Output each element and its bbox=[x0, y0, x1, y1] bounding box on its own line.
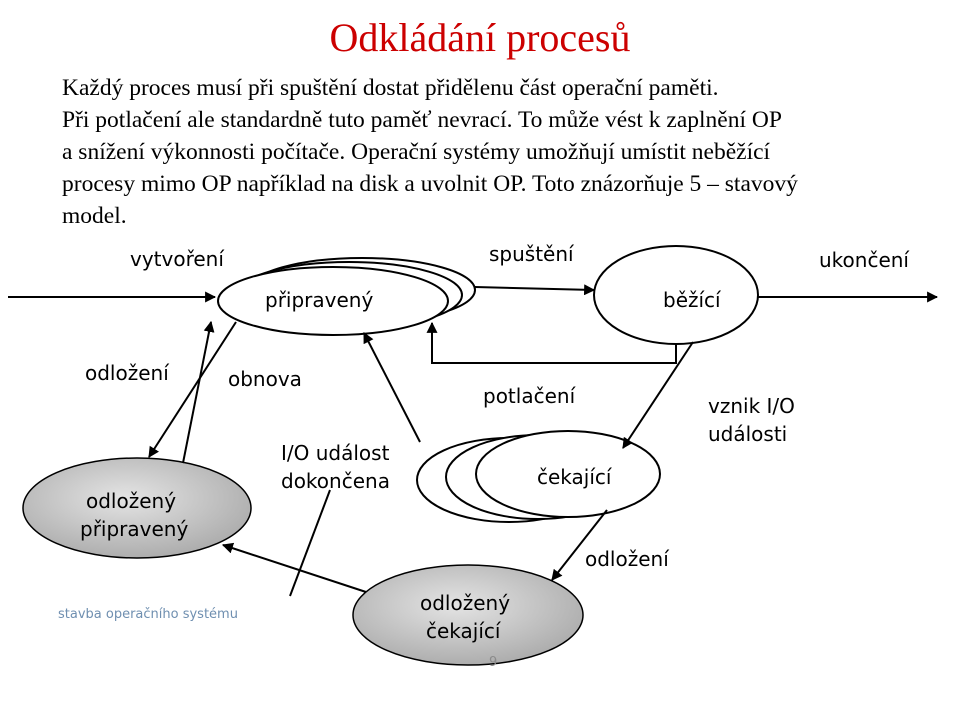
paragraph-line: a snížení výkonnosti počítače. Operační … bbox=[62, 139, 771, 165]
paragraph-line: model. bbox=[62, 203, 127, 229]
state-waiting-node bbox=[416, 430, 661, 523]
transition-io-done-label-1: I/O událost bbox=[281, 441, 390, 465]
transition-preempt-label: potlačení bbox=[483, 384, 576, 408]
arrow-io-wait bbox=[622, 341, 694, 449]
transition-io-wait-label-2: události bbox=[708, 422, 788, 446]
footer-course-name: stavba operačního systému bbox=[58, 607, 238, 622]
arrow-io-done-suspended bbox=[221, 542, 367, 593]
arrow-resume bbox=[182, 320, 215, 464]
transition-suspend-ready-label: odložení bbox=[85, 361, 169, 385]
arrow-preempt bbox=[426, 321, 677, 364]
state-running-label: běžící bbox=[663, 288, 721, 312]
transition-create-label: vytvoření bbox=[130, 247, 224, 271]
slide-title: Odkládání procesů bbox=[329, 15, 631, 60]
state-ready-label: připravený bbox=[265, 288, 374, 312]
transition-io-wait-label-1: vznik I/O bbox=[708, 394, 795, 418]
arrow-suspend-waiting bbox=[551, 509, 608, 581]
paragraph-line: Při potlačení ale standardně tuto paměť … bbox=[62, 107, 782, 133]
state-suspended-ready-label-1: odložený bbox=[86, 489, 177, 513]
arrow-suspend-ready bbox=[148, 321, 237, 458]
state-suspended-waiting-label-1: odložený bbox=[420, 591, 511, 615]
transition-suspend-waiting-label: odložení bbox=[585, 547, 669, 571]
paragraph-line: procesy mimo OP například na disk a uvol… bbox=[62, 171, 798, 197]
state-ready-node bbox=[217, 257, 476, 336]
page-number: 9 bbox=[489, 655, 498, 670]
transition-resume-label: obnova bbox=[228, 367, 302, 391]
arrow-dispatch bbox=[474, 284, 596, 296]
arrow-io-done bbox=[363, 332, 421, 443]
paragraph-line: Každý proces musí při spuštění dostat př… bbox=[62, 75, 719, 101]
arrow-suspended-waiting-io-done bbox=[289, 489, 331, 597]
state-waiting-label: čekající bbox=[537, 465, 612, 489]
state-suspended-ready-node bbox=[22, 457, 252, 559]
transition-terminate-label: ukončení bbox=[819, 248, 909, 272]
transition-dispatch-label: spuštění bbox=[489, 242, 574, 266]
state-suspended-ready-label-2: připravený bbox=[80, 517, 189, 541]
transition-io-done-label-2: dokončena bbox=[281, 469, 390, 493]
state-suspended-waiting-node bbox=[352, 564, 584, 666]
intro-paragraph: Každý proces musí při spuštění dostat př… bbox=[62, 72, 932, 232]
state-suspended-waiting-label-2: čekající bbox=[426, 619, 501, 643]
